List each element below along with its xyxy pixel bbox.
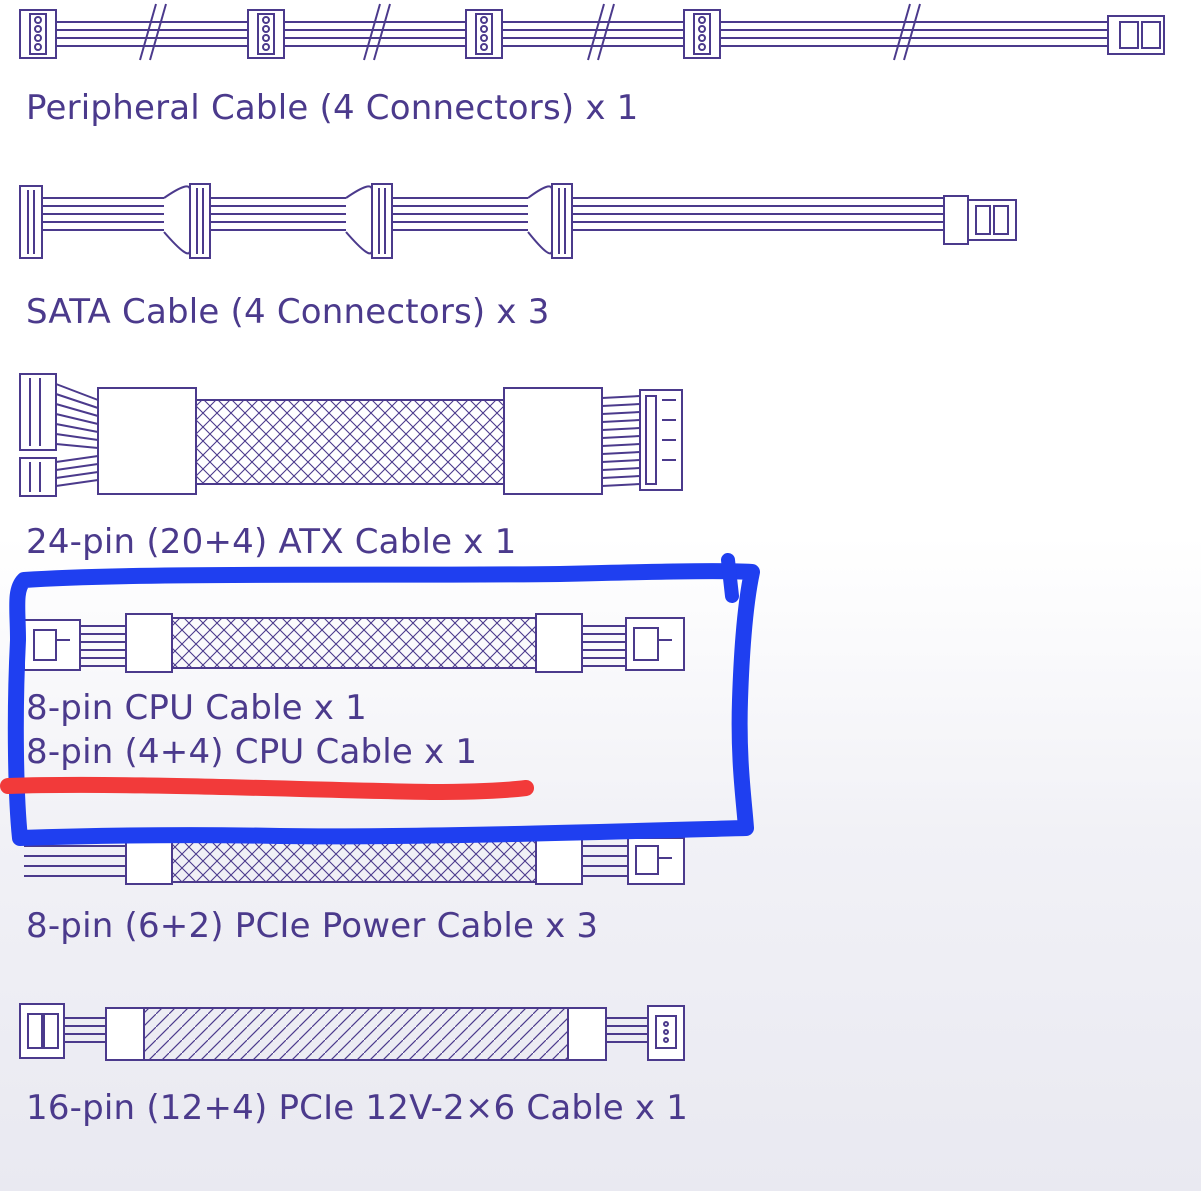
atx-wires-right [601,395,641,487]
cpu-braided-sleeve [171,617,537,669]
sata-connector-1 [19,185,43,259]
pcie-cable-label: 8-pin (6+2) PCIe Power Cable x 3 [26,906,599,946]
pcie16-connector-right [647,1005,685,1061]
length-break-marks [139,3,921,61]
psu-connector-peripheral [1107,15,1165,55]
pcie-cable-drawing [24,837,685,885]
cpu-cable-label: 8-pin CPU Cable x 1 [26,688,367,728]
cpu-44-cable-label: 8-pin (4+4) CPU Cable x 1 [26,732,478,772]
atx-sleeve-left [97,387,197,495]
cpu-wires-right [582,625,626,667]
psu-connector-pcie [627,837,685,885]
sata-connector-4 [527,183,573,259]
molex-connector-4 [683,9,721,59]
pcie16-connector-left [19,1003,65,1059]
atx-cable-drawing [19,373,683,497]
atx-4pin-connector [19,457,57,497]
molex-connector-1 [19,9,57,59]
atx-wires-left [55,383,99,487]
psu-connector-sata [943,195,1017,245]
psu-connector-atx [639,389,683,491]
psu-connector-cpu [625,617,685,671]
pcie-braided-sleeve [171,837,537,883]
atx-20pin-connector [19,373,57,451]
atx-braided-sleeve [195,399,505,485]
pcie16-cable-drawing [19,1003,685,1061]
peripheral-cable-label: Peripheral Cable (4 Connectors) x 1 [26,88,639,128]
peripheral-cable-drawing [19,3,1165,61]
pcie16-striped-sleeve [143,1007,569,1061]
cpu-connector-left [23,619,81,671]
atx-cable-label: 24-pin (20+4) ATX Cable x 1 [26,522,517,562]
molex-connector-3 [465,9,503,59]
pcie16-cable-label: 16-pin (12+4) PCIe 12V-2×6 Cable x 1 [26,1088,689,1128]
cpu-cable-drawing [23,613,685,673]
sata-cable-label: SATA Cable (4 Connectors) x 3 [26,292,550,332]
sata-connector-2 [163,183,211,259]
sata-connector-3 [345,183,393,259]
sata-cable-drawing [19,183,1017,259]
cpu-wires-left [80,625,126,667]
molex-connector-2 [247,9,285,59]
